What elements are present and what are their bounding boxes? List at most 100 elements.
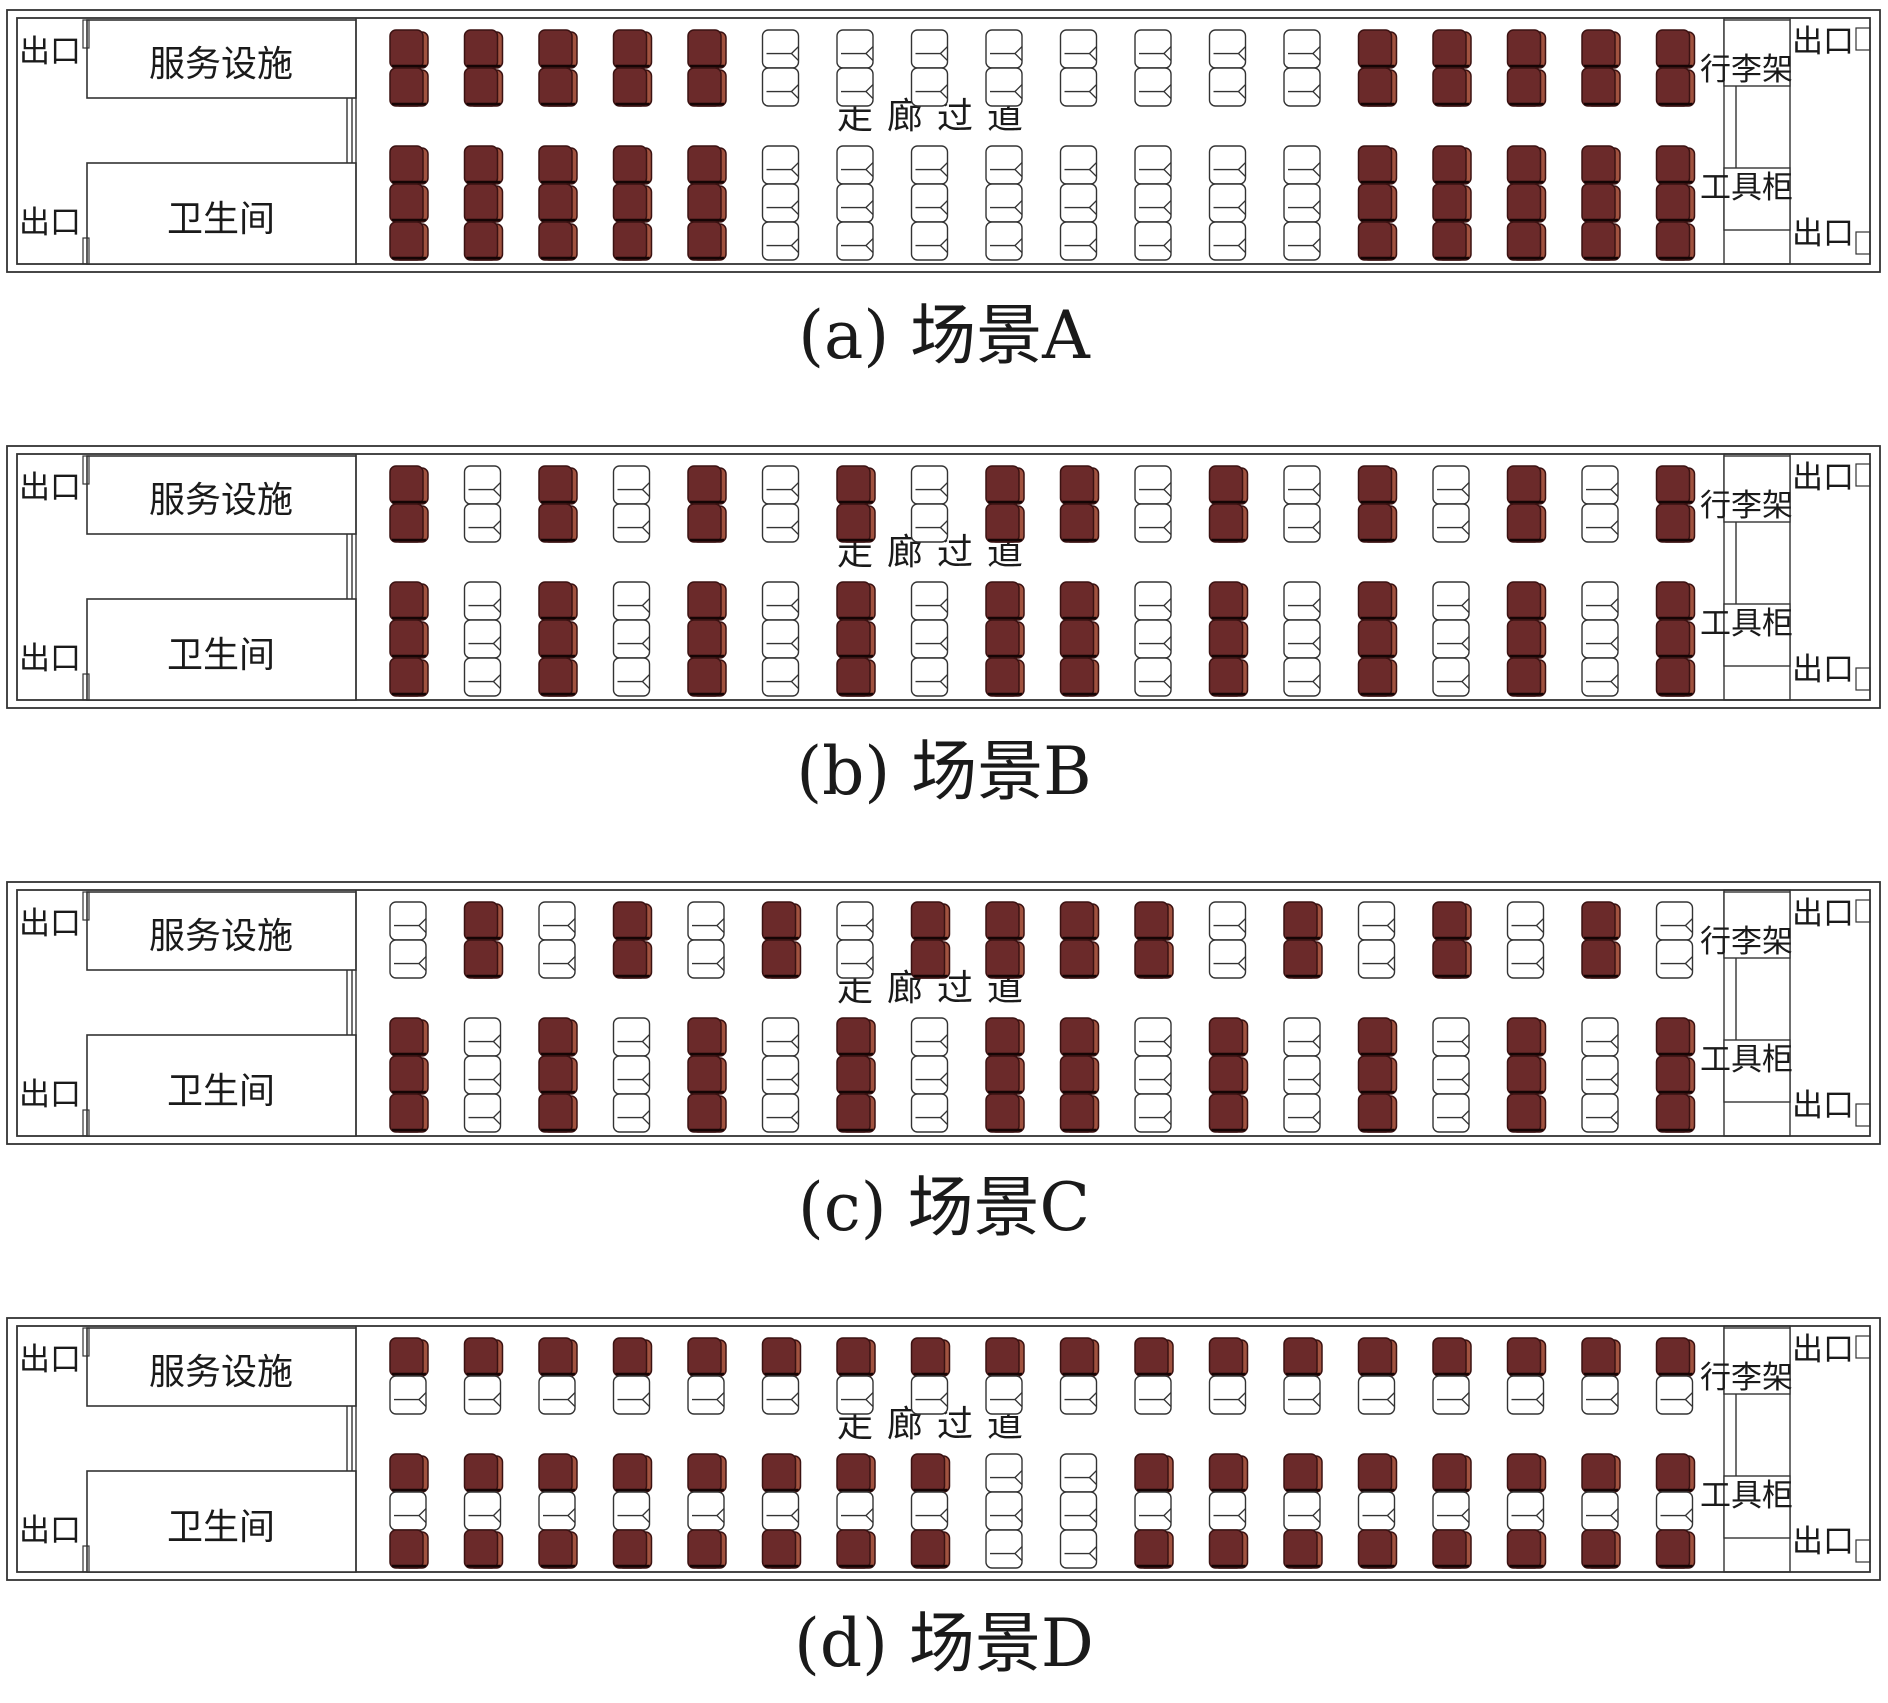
- bottom-row-seat-triple-10: [1059, 1453, 1098, 1569]
- luggage-rack-label: 行李架: [1700, 52, 1793, 88]
- seat-2: [1059, 619, 1100, 659]
- seat-2: [1059, 183, 1098, 223]
- bottom-row-seat-triple-7: [836, 1017, 876, 1133]
- seat-1: [463, 581, 502, 621]
- seat-2: [1134, 939, 1174, 979]
- seat-2: [1506, 1491, 1545, 1531]
- seat-1: [910, 1453, 951, 1493]
- top-row-seat-pair-12: [1208, 1337, 1249, 1415]
- seat-2: [538, 1375, 576, 1415]
- toilet-box: [86, 1034, 357, 1137]
- seat-2: [836, 67, 874, 107]
- seat-3: [612, 1093, 651, 1133]
- top-row-seat-pair-10: [1059, 901, 1100, 979]
- bottom-row-seat-triple-11: [1134, 581, 1172, 697]
- seat-1: [1357, 581, 1398, 621]
- top-row-seat-pair-6: [761, 901, 802, 979]
- seat-1: [836, 901, 874, 941]
- top-row-seat-pair-5: [687, 29, 727, 107]
- seat-1: [612, 1453, 653, 1493]
- seat-1: [1283, 581, 1321, 621]
- seat-1: [985, 1337, 1025, 1377]
- seat-2: [1432, 939, 1472, 979]
- seat-1: [1506, 901, 1545, 941]
- seat-1: [612, 581, 651, 621]
- top-row-seat-pair-17: [1581, 465, 1619, 543]
- door-right-bottom: [1855, 1539, 1871, 1563]
- bottom-row-seat-triple-16: [1506, 145, 1547, 261]
- seat-3: [1581, 657, 1619, 697]
- bottom-row-seat-triple-7: [836, 1453, 876, 1569]
- seat-2: [985, 1375, 1023, 1415]
- seat-2: [538, 503, 578, 543]
- seat-1: [1134, 1337, 1174, 1377]
- seat-1: [985, 1017, 1025, 1057]
- seat-2: [687, 503, 727, 543]
- seat-3: [1357, 1529, 1398, 1569]
- seat-1: [1357, 1017, 1398, 1057]
- seat-1: [836, 29, 874, 69]
- door-left-bottom: [82, 1109, 90, 1137]
- seat-1: [836, 581, 876, 621]
- bottom-row-seat-triple-4: [612, 1017, 651, 1133]
- seat-3: [985, 221, 1023, 261]
- top-row-seat-pair-13: [1283, 29, 1321, 107]
- seat-2: [910, 1491, 949, 1531]
- bottom-row-seat-triple-9: [985, 581, 1025, 697]
- seat-2: [836, 939, 874, 979]
- seat-2: [1208, 619, 1249, 659]
- seat-1: [1506, 1453, 1547, 1493]
- seat-1: [389, 1453, 429, 1493]
- seat-1: [1581, 1017, 1619, 1057]
- seat-3: [836, 657, 876, 697]
- seat-2: [1357, 67, 1398, 107]
- seat-1: [761, 901, 802, 941]
- seat-3: [836, 1529, 876, 1569]
- top-row-seat-pair-3: [538, 1337, 578, 1415]
- seat-3: [389, 1093, 429, 1133]
- seat-3: [1134, 221, 1172, 261]
- luggage-rack-label: 行李架: [1700, 924, 1793, 960]
- seat-2: [1283, 1491, 1321, 1531]
- seat-2: [1357, 939, 1396, 979]
- seat-2: [1581, 503, 1619, 543]
- seat-1: [538, 1017, 578, 1057]
- top-row-seat-pair-9: [985, 901, 1025, 979]
- seat-3: [463, 657, 502, 697]
- seat-1: [1432, 1453, 1472, 1493]
- seat-2: [1283, 619, 1321, 659]
- seat-3: [985, 1093, 1025, 1133]
- top-row-seat-pair-15: [1432, 29, 1472, 107]
- seat-2: [985, 183, 1023, 223]
- seat-2: [910, 67, 949, 107]
- bottom-row-seat-triple-13: [1283, 1017, 1321, 1133]
- seat-1: [389, 581, 429, 621]
- seat-1: [1655, 901, 1694, 941]
- seat-1: [389, 29, 429, 69]
- top-row-seat-pair-6: [761, 29, 800, 107]
- seat-2: [1283, 1055, 1321, 1095]
- top-row-seat-pair-1: [389, 465, 429, 543]
- service-facility-label: 服务设施: [149, 1352, 293, 1393]
- bottom-row-seat-triple-3: [538, 145, 578, 261]
- carriage-outer-frame: [6, 1317, 1881, 1581]
- seat-3: [985, 657, 1025, 697]
- seat-1: [1432, 1337, 1472, 1377]
- seat-3: [1655, 221, 1696, 261]
- seat-1: [1581, 901, 1621, 941]
- seat-2: [1134, 67, 1172, 107]
- seat-1: [1581, 1337, 1621, 1377]
- seat-3: [1208, 1529, 1249, 1569]
- carriage-inner-frame: [16, 17, 1871, 265]
- seat-2: [836, 1375, 874, 1415]
- seat-2: [389, 183, 429, 223]
- top-row-seat-pair-16: [1506, 29, 1547, 107]
- rear-compartment: [1723, 17, 1791, 265]
- door-left-top: [82, 19, 90, 49]
- top-row-seat-pair-8: [910, 901, 951, 979]
- exit-label-left-bottom: 出口: [19, 641, 81, 677]
- service-facility-label: 服务设施: [149, 480, 293, 521]
- seat-1: [1432, 1017, 1470, 1057]
- service-facility-label: 服务设施: [149, 44, 293, 85]
